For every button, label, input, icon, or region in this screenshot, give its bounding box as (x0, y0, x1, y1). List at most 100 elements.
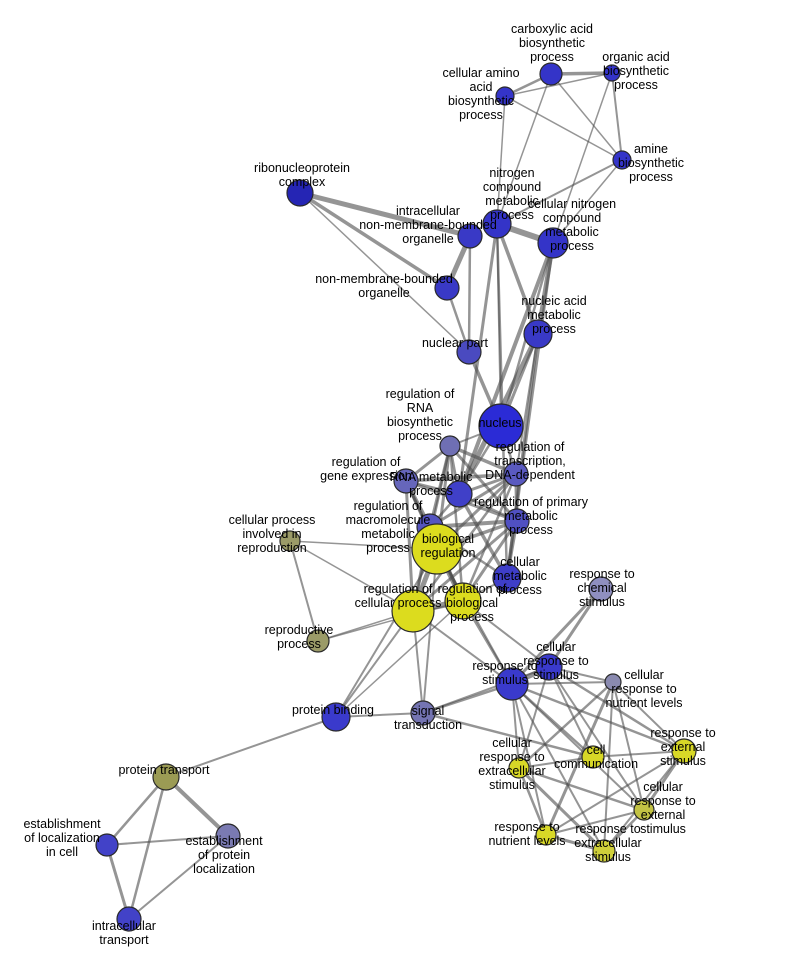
node-protein_binding[interactable]: protein binding (321, 702, 351, 732)
node-reg_rna_biosyn[interactable]: regulation of RNA biosynthetic process (439, 435, 461, 457)
edge-rnp_complex--nuclear_part (299, 192, 470, 353)
node-cell_resp_stimulus[interactable]: cellular response to stimulus (535, 653, 563, 681)
edge-est_protein_loc--intracell_transport (128, 835, 229, 920)
edge-cell_resp_nutrient--resp_extracell (603, 681, 614, 852)
edge-cell_proc_reproduction--reproductive_process (289, 540, 319, 642)
edge-intracell_nmb_organelle--nuclear_part (467, 234, 472, 354)
edge-resp_stimulus--cell_resp_external (511, 683, 645, 811)
node-cellular_met[interactable]: cellular metabolic process (492, 563, 522, 593)
node-cell_resp_nutrient[interactable]: cellular response to nutrient levels (604, 673, 622, 691)
edge-resp_stimulus--cell_resp_nutrient (511, 681, 614, 685)
node-cell_amino_biosyn[interactable]: cellular amino acid biosynthetic process (495, 86, 515, 106)
node-resp_stimulus[interactable]: response to stimulus (495, 667, 529, 701)
edge-cell_communication--resp_external (592, 750, 685, 758)
edge-resp_extracell--cell_resp_extracell (517, 766, 606, 853)
edge-nucleic_acid_met--cellular_met (505, 332, 540, 580)
node-est_protein_loc[interactable]: establishment of protein localization (215, 823, 241, 849)
node-nmb_organelle[interactable]: non-membrane-bounded organelle (434, 275, 460, 301)
edge-cell_amino_biosyn--amine_biosyn (504, 95, 623, 161)
node-reproductive_process[interactable]: reproductive process (306, 629, 330, 653)
edge-org_acid_biosyn--cell_nitrogen_met (552, 72, 613, 244)
node-cell_proc_reproduction[interactable]: cellular process involved in reproductio… (279, 530, 301, 552)
edge-cell_resp_nutrient--cell_resp_extracell (517, 680, 615, 770)
edge-est_loc_in_cell--est_protein_loc (106, 835, 229, 846)
node-biological_regulation[interactable]: biological regulation (411, 523, 463, 575)
node-intracell_transport[interactable]: intracellular transport (116, 906, 142, 932)
edge-protein_binding--biological_regulation (335, 548, 438, 718)
node-carb_acid_biosyn[interactable]: carboxylic acid biosynthetic process (539, 62, 563, 86)
node-resp_nutrient[interactable]: response to nutrient levels (535, 824, 557, 846)
edge-rnp_complex--intracell_nmb_organelle (297, 190, 473, 239)
node-resp_extracell[interactable]: response to extracellular stimulus (592, 839, 616, 863)
edge-protein_binding--protein_transport (165, 716, 337, 778)
edge-nucleic_acid_met--reg_transcription (515, 333, 539, 475)
edge-protein_transport--est_protein_loc (164, 775, 230, 838)
edge-cell_proc_reproduction--reg_cellular_process (289, 540, 414, 612)
node-resp_external[interactable]: response to external stimulus (671, 738, 697, 764)
node-reg_biological_process[interactable]: regulation of biological process (444, 582, 482, 620)
edge-org_acid_biosyn--cell_amino_biosyn (504, 72, 613, 97)
edge-resp_nutrient--cell_resp_external (545, 809, 645, 836)
edge-cell_amino_biosyn--nitrogen_compound_met (496, 95, 506, 225)
edge-protein_transport--intracell_transport (127, 775, 168, 921)
node-cell_resp_external[interactable]: cellular response to external stimulus (633, 799, 655, 821)
node-nucleus[interactable]: nucleus (478, 403, 524, 449)
node-nitrogen_compound_met[interactable]: nitrogen compound metabolic process (482, 209, 512, 239)
edge-cell_resp_stimulus--cell_resp_extracell (518, 666, 550, 769)
node-nucleic_acid_met[interactable]: nucleic acid metabolic process (523, 319, 553, 349)
edge-resp_stimulus--resp_chemical (510, 587, 603, 686)
node-nuclear_part[interactable]: nuclear part (456, 339, 482, 365)
edge-carb_acid_biosyn--nitrogen_compound_met (496, 73, 552, 225)
edge-cell_resp_stimulus--resp_external (547, 665, 686, 753)
edge-resp_external--cell_resp_nutrient (612, 681, 685, 752)
edge-protein_transport--est_loc_in_cell (105, 775, 168, 847)
node-reg_primary_met[interactable]: regulation of primary metabolic process (504, 508, 530, 534)
edge-amine_biosyn--nitrogen_compound_met (496, 159, 623, 225)
edge-reg_transcription--reg_cellular_process (411, 472, 518, 613)
nodes-layer: carboxylic acid biosynthetic process orga… (95, 62, 697, 932)
edge-reg_transcription--reg_gene_expr (404, 472, 518, 483)
node-rnp_complex[interactable]: ribonucleoprotein complex (286, 179, 314, 207)
edge-reg_transcription--reg_biological_process (461, 472, 518, 603)
node-rna_met[interactable]: RNA metabolic process (445, 480, 473, 508)
node-intracell_nmb_organelle[interactable]: intracellular non-membrane-bounded organ… (457, 223, 483, 249)
edge-cell_nitrogen_met--rna_met (457, 241, 555, 496)
edge-resp_nutrient--cell_resp_extracell (517, 766, 548, 837)
edge-amine_biosyn--cell_nitrogen_met (552, 159, 623, 244)
node-est_loc_in_cell[interactable]: establishment of localization in cell (95, 833, 119, 857)
edge-cell_resp_nutrient--cell_resp_external (612, 681, 645, 811)
edge-rnp_complex--nmb_organelle (298, 191, 449, 290)
edge-rna_met--cellular_met (457, 492, 509, 580)
edge-carb_acid_biosyn--amine_biosyn (550, 73, 623, 161)
edge-reproductive_process--reg_biological_process (317, 600, 464, 642)
node-reg_transcription[interactable]: regulation of transcription, DNA-depende… (503, 461, 529, 487)
node-resp_chemical[interactable]: response to chemical stimulus (588, 576, 614, 602)
edge-resp_external--resp_nutrient (545, 750, 685, 836)
node-cell_resp_extracell[interactable]: cellular response to extracellular stimu… (508, 757, 530, 779)
edge-cell_communication--cell_resp_extracell (518, 756, 594, 769)
edge-reg_rna_biosyn--reg_primary_met (448, 444, 519, 523)
node-cell_nitrogen_met[interactable]: cellular nitrogen compound metabolic pro… (537, 227, 569, 259)
edge-cell_resp_stimulus--resp_chemical (547, 587, 603, 669)
node-protein_transport[interactable]: protein transport (152, 763, 180, 791)
edges-layer (105, 71, 686, 921)
edge-protein_binding--reg_cellular_process (335, 610, 414, 718)
node-reg_cellular_process[interactable]: regulation of cellular process (391, 589, 435, 633)
node-signal_transduction[interactable]: signal transduction (410, 700, 436, 726)
edge-est_loc_in_cell--intracell_transport (105, 843, 131, 921)
edge-protein_binding--reg_biological_process (335, 600, 464, 718)
edge-signal_transduction--cell_communication (421, 711, 595, 759)
node-reg_gene_expr[interactable]: regulation of gene expression (393, 468, 419, 494)
edge-org_acid_biosyn--amine_biosyn (611, 72, 623, 161)
edge-reg_primary_met--reg_cellular_process (411, 519, 519, 613)
node-cell_communication[interactable]: cell communication (581, 745, 605, 769)
node-amine_biosyn[interactable]: amine biosynthetic process (612, 150, 632, 170)
node-org_acid_biosyn[interactable]: organic acid biosynthetic process (603, 64, 621, 82)
edge-cell_resp_extracell--cell_resp_external (517, 766, 646, 812)
